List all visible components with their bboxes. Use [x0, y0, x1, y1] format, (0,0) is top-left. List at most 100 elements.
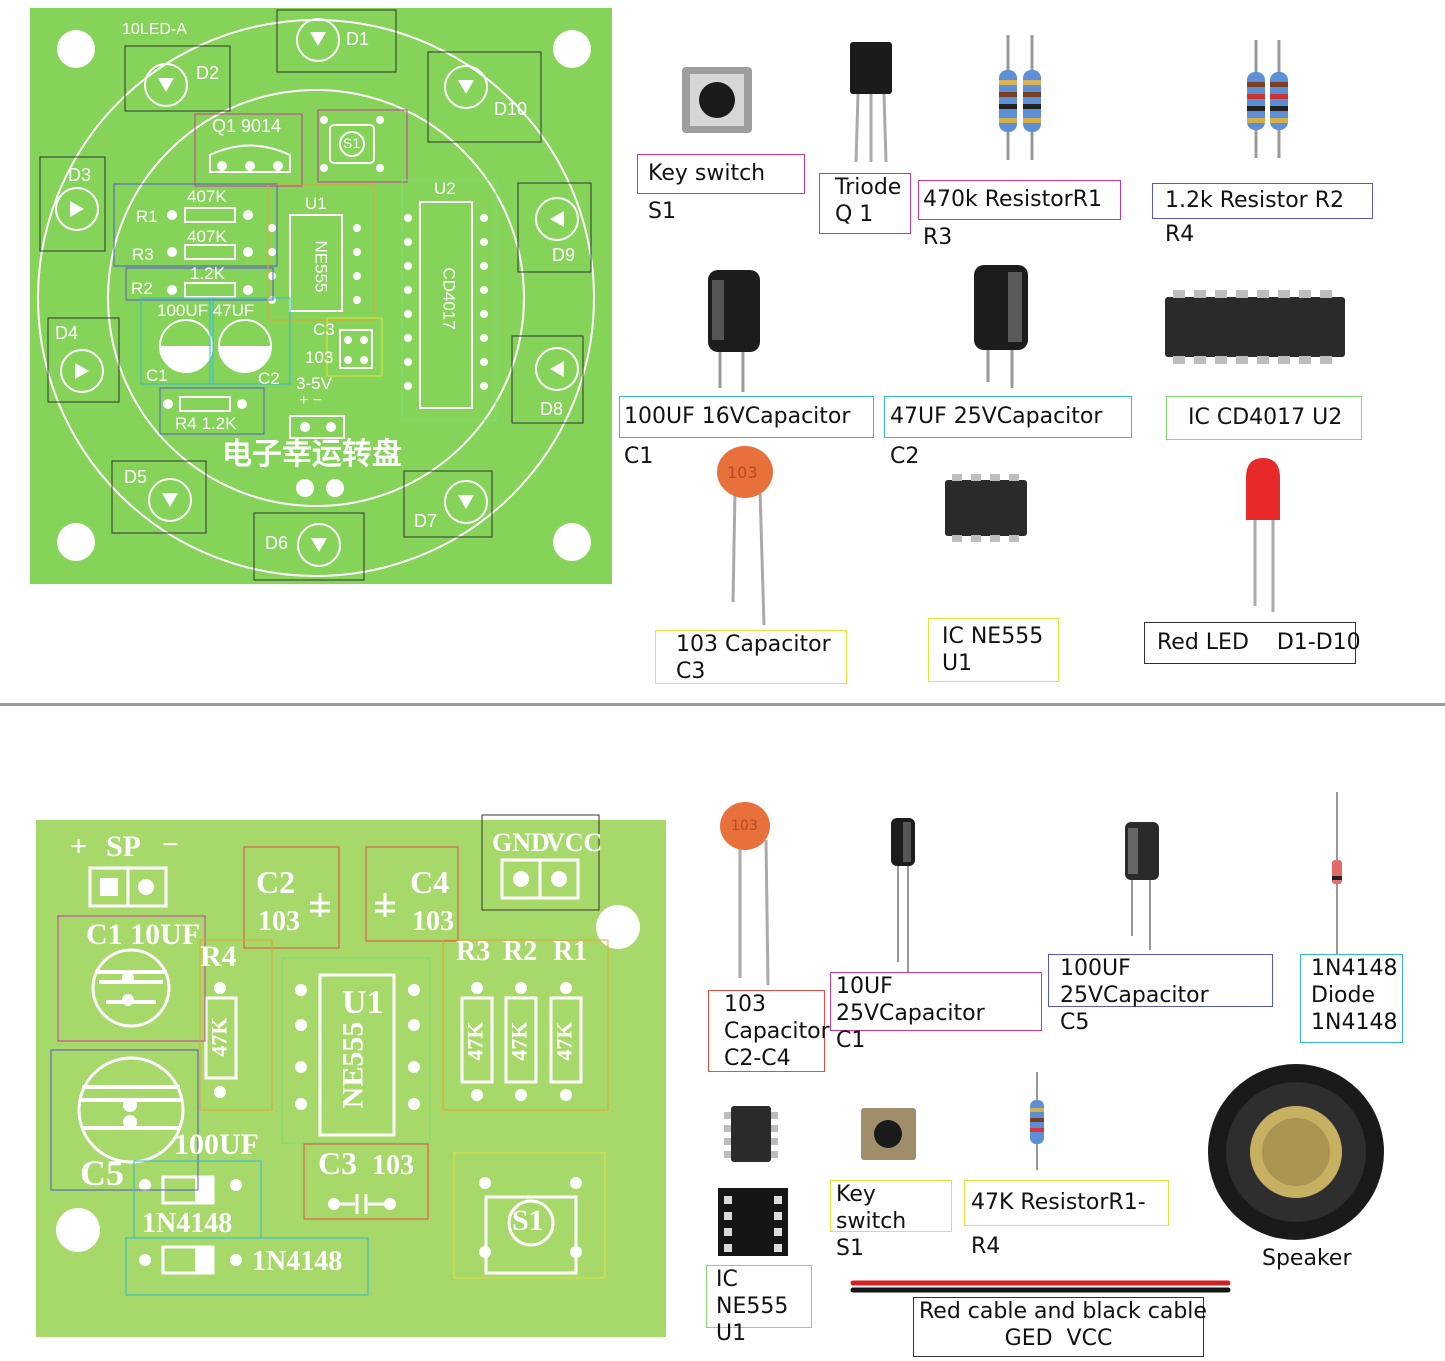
- c1-label: C1: [146, 366, 168, 385]
- led-footprints: [39, 9, 592, 581]
- ic-socket-icon: [718, 1188, 788, 1256]
- resistor-47k-icon: [1030, 1072, 1044, 1170]
- part-label-capacitor-c3: 103 Capacitor C3: [655, 630, 847, 684]
- part-label-capacitor-c2: 47UF 25VCapacitor C2: [884, 396, 1132, 469]
- ceramic-marking-bottom: 103: [731, 818, 758, 834]
- section-divider: [0, 703, 1445, 706]
- mount-hole: [553, 523, 591, 561]
- d1-label: 1N4148: [142, 1208, 233, 1239]
- c2-label: C2: [256, 864, 296, 900]
- sp-label: SP: [106, 830, 142, 863]
- part-label-cable: Red cable and black cable GED VCC: [913, 1297, 1207, 1357]
- pcb-board-lucky-wheel: [30, 8, 612, 584]
- speaker-icon: [1208, 1064, 1384, 1240]
- part-label-resistor-47k: 47K ResistorR1-R4: [964, 1180, 1169, 1259]
- led-label-d3: D3: [68, 165, 92, 185]
- electrolytic-capacitor-100uf-icon: [1125, 822, 1159, 950]
- board-title: 10LED-A: [122, 21, 187, 38]
- resistor-470k-icon: [999, 35, 1041, 160]
- r1-value: 407K: [187, 187, 227, 206]
- r3-value: 407K: [187, 227, 227, 246]
- electrolytic-capacitor-10uf-icon: [891, 818, 915, 972]
- transistor-label: Q1 9014: [212, 116, 282, 136]
- c5-value: 100UF: [174, 1128, 259, 1161]
- u1-label: U1: [342, 984, 384, 1021]
- part-label-diode: 1N4148 Diode 1N4148: [1300, 954, 1403, 1043]
- part-label-capacitor-c1: 100UF 16VCapacitor C1: [619, 396, 874, 469]
- led-label-d6: D6: [265, 533, 289, 553]
- r2-label: R2: [503, 936, 538, 967]
- ic-ne555-icon: [945, 474, 1027, 542]
- c4-label: C4: [410, 864, 450, 900]
- chinese-title: 电子幸运转盘: [222, 437, 402, 472]
- r4-label: R4: [200, 940, 237, 973]
- mount-hole: [57, 523, 95, 561]
- gnd-label: GND: [492, 828, 550, 857]
- sp-minus: −: [162, 828, 180, 861]
- power-label: 3-5V: [296, 374, 332, 393]
- c3-label: C3: [313, 320, 335, 339]
- key-switch-icon: [861, 1108, 916, 1160]
- part-label-resistor-470k: 470k ResistorR1 R3: [918, 180, 1121, 250]
- part-label-ic-ne555: IC NE555 U1: [706, 1265, 812, 1346]
- c3-value: 103: [372, 1150, 414, 1181]
- part-label-capacitor-c2-c4: 103 Capacitor C2-C4: [708, 990, 830, 1072]
- c4-value: 103: [412, 906, 454, 937]
- part-label-key-switch: Key switch S1: [637, 154, 805, 224]
- part-label-capacitor-c1: 10UF 25VCapacitor C1: [830, 972, 1042, 1053]
- mount-hole: [57, 30, 95, 68]
- c2-label: C2: [258, 369, 280, 388]
- c3-value: 103: [305, 348, 334, 367]
- part-label-key-switch: Key switch S1: [830, 1180, 952, 1261]
- switch-label: S1: [343, 135, 361, 151]
- part-label-ic-ne555: IC NE555 U1: [928, 618, 1059, 682]
- c3-label: C3: [318, 1145, 358, 1181]
- c5-label: C5: [80, 1153, 124, 1193]
- speaker-label: Speaker: [1262, 1246, 1352, 1271]
- r3-label: R3: [456, 936, 491, 967]
- led-label-d8: D8: [540, 399, 564, 419]
- diode-1n4148-icon: [1332, 792, 1342, 956]
- r1-label: R1: [136, 207, 158, 226]
- ic-cd4017-icon: [1165, 290, 1345, 364]
- d2-label: 1N4148: [252, 1246, 343, 1277]
- mount-hole: [56, 1208, 100, 1252]
- mount-hole: [553, 30, 591, 68]
- u1-label: U1: [305, 194, 327, 213]
- red-led-icon: [1246, 458, 1280, 612]
- led-label-d4: D4: [55, 323, 79, 343]
- part-label-red-led: Red LED D1-D10: [1144, 622, 1361, 664]
- r1-label: R1: [553, 936, 588, 967]
- led-label-d2: D2: [196, 63, 220, 83]
- part-label-resistor-1-2k: 1.2k Resistor R2 R4: [1152, 183, 1373, 247]
- part-label-capacitor-c5: 100UF 25VCapacitor C5: [1048, 954, 1273, 1035]
- ceramic-capacitor-icon: [720, 802, 770, 986]
- capacitor-values: 100UF 47UF: [157, 301, 255, 320]
- ic-ne555-icon: [724, 1106, 778, 1162]
- resistor-1-2k-icon: [1247, 40, 1288, 158]
- r4-label: R4 1.2K: [175, 414, 237, 433]
- led-label-d9: D9: [552, 245, 576, 265]
- mount-hole: [596, 905, 640, 949]
- led-label-d5: D5: [124, 467, 148, 487]
- component-photos-bottom: [718, 792, 1384, 1293]
- cable-icon: [850, 1280, 1231, 1293]
- r2-label: R2: [131, 279, 153, 298]
- s1-label: S1: [512, 1204, 544, 1237]
- led-label-d1: D1: [346, 29, 370, 49]
- pcb2-silkscreen: [50, 814, 609, 1296]
- c1-label: C1 10UF: [86, 918, 201, 951]
- sp-plus: +: [70, 830, 88, 863]
- part-label-triode: Triode Q 1: [819, 173, 911, 234]
- ceramic-marking: 103: [727, 463, 758, 482]
- led-label-d10: D10: [494, 99, 528, 119]
- electrolytic-capacitor-100uf-icon: [708, 270, 760, 392]
- led-label-d7: D7: [414, 511, 438, 531]
- r3-label: R3: [132, 245, 154, 264]
- ceramic-capacitor-icon: [717, 446, 773, 626]
- key-switch-icon: [682, 67, 752, 133]
- vcc-label: VCC: [546, 828, 603, 857]
- r2-value: 1.2K: [190, 264, 225, 283]
- u2-label: U2: [434, 179, 456, 198]
- c2-value: 103: [258, 906, 300, 937]
